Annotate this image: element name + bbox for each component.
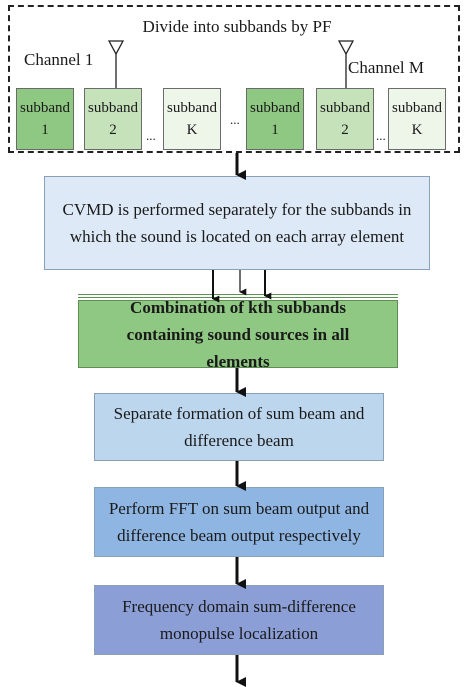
combination-step-box: Combination of kth subbands containing s… [78, 298, 398, 371]
subband-label: subband [88, 100, 138, 116]
ellipsis: ... [146, 128, 156, 143]
channel-m-subband-2: subband 2 [316, 88, 374, 150]
subband-label: subband [250, 100, 300, 116]
localization-step-box: Frequency domain sum-difference monopuls… [94, 585, 384, 655]
division-title: Divide into subbands by PF [142, 17, 332, 36]
subband-index: 1 [271, 122, 279, 138]
cvmd-step-box: CVMD is performed separately for the sub… [44, 176, 430, 270]
stack-line [78, 294, 398, 295]
channel-m-label: Channel M [348, 58, 425, 77]
subband-index: 2 [109, 122, 117, 138]
channel-1-subband-k: subband K [163, 88, 221, 150]
antenna-icon [108, 40, 124, 88]
subband-index: 2 [341, 122, 349, 138]
channel-1-label: Channel 1 [24, 50, 94, 69]
channel-1-subband-1: subband 1 [16, 88, 74, 150]
antenna-icon [338, 40, 354, 88]
channel-1-subband-2: subband 2 [84, 88, 142, 150]
subband-label: subband [320, 100, 370, 116]
subband-label: subband [392, 100, 442, 116]
subband-index: K [411, 122, 423, 138]
subband-division-frame [8, 5, 460, 153]
subband-label: subband [20, 100, 70, 116]
channel-m-subband-1: subband 1 [246, 88, 304, 150]
subband-label: subband [167, 100, 217, 116]
subband-index: K [186, 122, 198, 138]
ellipsis: ... [376, 128, 386, 143]
subband-index: 1 [41, 122, 49, 138]
stack-line [78, 297, 398, 298]
channel-m-subband-k: subband K [388, 88, 446, 150]
fft-step-box: Perform FFT on sum beam output and diffe… [94, 487, 384, 557]
ellipsis: ... [230, 112, 240, 127]
